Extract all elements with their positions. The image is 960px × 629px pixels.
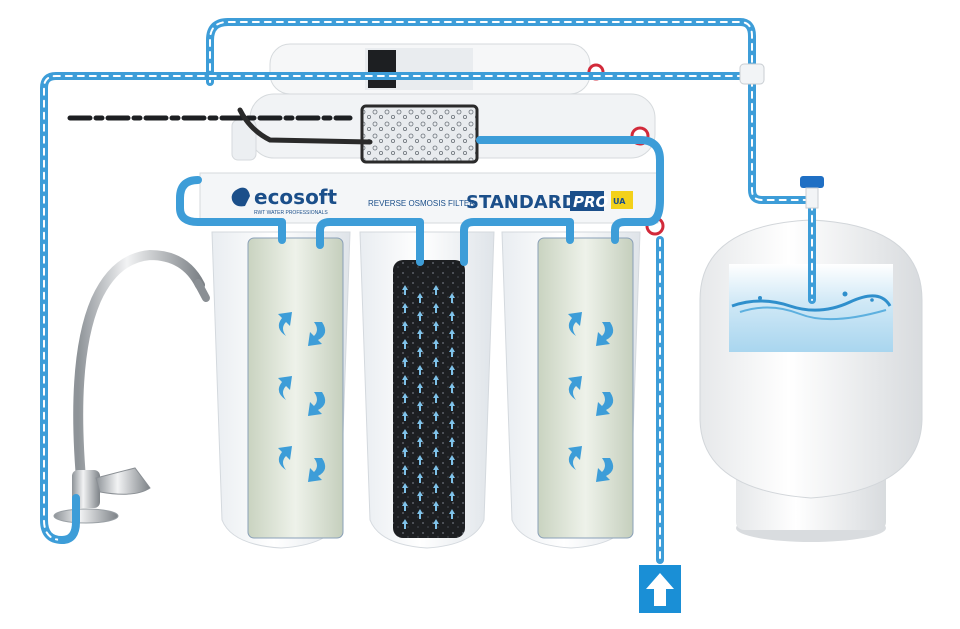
tank-valve [739,63,824,209]
flow-arrow-icon [433,447,439,457]
flow-arrow-icon [417,383,423,393]
flow-arrow-icon [433,339,439,349]
flow-arrow-icon [449,365,455,375]
svg-text:UA: UA [613,197,626,206]
flow-arrow-icon [402,285,408,295]
flow-arrow-icon [417,365,423,375]
model-name: STANDARD [466,192,577,213]
flag-badge [611,191,633,209]
flow-arrow-icon [402,339,408,349]
flow-arrow-icon [402,375,408,385]
faucet [53,249,210,524]
flow-arrow-icon [402,321,408,331]
flow-arrow-icon [449,329,455,339]
water-flow-lines [40,18,816,564]
flow-arrow-icon [402,303,408,313]
flow-arrow-icon [402,483,408,493]
flow-arrow-icon [417,329,423,339]
flow-arrow-icon [278,312,292,336]
flow-arrow-icon [417,293,423,303]
flow-arrow-icon [402,411,408,421]
flow-arrow-icon [449,383,455,393]
flow-arrow-icon [402,429,408,439]
carbon-flow-arrows [402,285,455,529]
flow-arrow-icon [417,419,423,429]
flow-arrow-icon [402,519,408,529]
flow-arrow-icon [449,437,455,447]
flow-arrow-icon [308,322,326,346]
flow-arrow-icon [433,501,439,511]
flow-arrow-icon [449,509,455,519]
mineralizer-cartridge [360,104,479,164]
flow-arrow-icon [433,393,439,403]
flow-arrow-icon [449,455,455,465]
flow-arrow-icon [433,483,439,493]
post-carbon-block [368,50,396,88]
carbon-filter-housing [359,231,495,549]
storage-tank [699,219,923,542]
flow-arrow-icon [417,455,423,465]
sediment-cartridge-1 [247,237,344,539]
flow-arrow-icon [568,312,582,336]
ecosoft-logo [231,187,250,207]
flow-arrow-icon [433,519,439,529]
flow-arrow-icon [433,411,439,421]
flow-arrow-icon [433,285,439,295]
flow-arrow-icon [278,446,292,470]
flow-arrow-icon [449,293,455,303]
flow-arrow-icon [308,458,326,482]
flow-arrow-icon [417,401,423,411]
flow-arrow-icon [402,465,408,475]
flow-arrow-icon [402,501,408,511]
flow-arrow-icon [417,311,423,321]
brand-tagline: RWT WATER PROFESSIONALS [254,210,328,216]
flow-arrow-icon [568,446,582,470]
flow-arrow-icon [417,347,423,357]
flow-arrow-icon [596,322,614,346]
flow-arrow-icon [449,473,455,483]
flow-arrow-icon [596,458,614,482]
flow-arrow-icon [417,473,423,483]
flow-arrow-icon [402,393,408,403]
arrow-up-icon [639,565,681,613]
flow-arrow-icon [278,376,292,400]
flow-arrows [278,312,614,482]
flow-arrow-icon [449,311,455,321]
carbon-block-cartridge [393,260,465,538]
flow-arrow-icon [568,376,582,400]
flow-arrow-icon [433,357,439,367]
model-suffix: PRO [573,193,609,211]
flow-arrow-icon [402,447,408,457]
flow-arrow-icon [449,347,455,357]
flow-arrow-icon [417,509,423,519]
product-subtitle: REVERSE OSMOSIS FILTER [368,199,475,208]
flow-arrow-icon [433,303,439,313]
flow-arrow-icon [449,491,455,501]
sediment-cartridge-2 [537,237,634,539]
flow-arrow-icon [433,375,439,385]
flow-arrow-icon [433,429,439,439]
flow-arrow-icon [449,419,455,429]
flow-arrow-icon [449,401,455,411]
flow-arrow-icon [596,392,614,416]
flow-arrow-icon [433,321,439,331]
flow-arrow-icon [402,357,408,367]
flow-arrow-icon [417,491,423,501]
flow-arrow-icon [433,465,439,475]
flow-arrow-icon [417,437,423,447]
brand-name: ecosoft [254,185,338,209]
bracket-plate: ecosoft RWT WATER PROFESSIONALS REVERSE … [199,172,659,224]
flow-arrow-icon [308,392,326,416]
